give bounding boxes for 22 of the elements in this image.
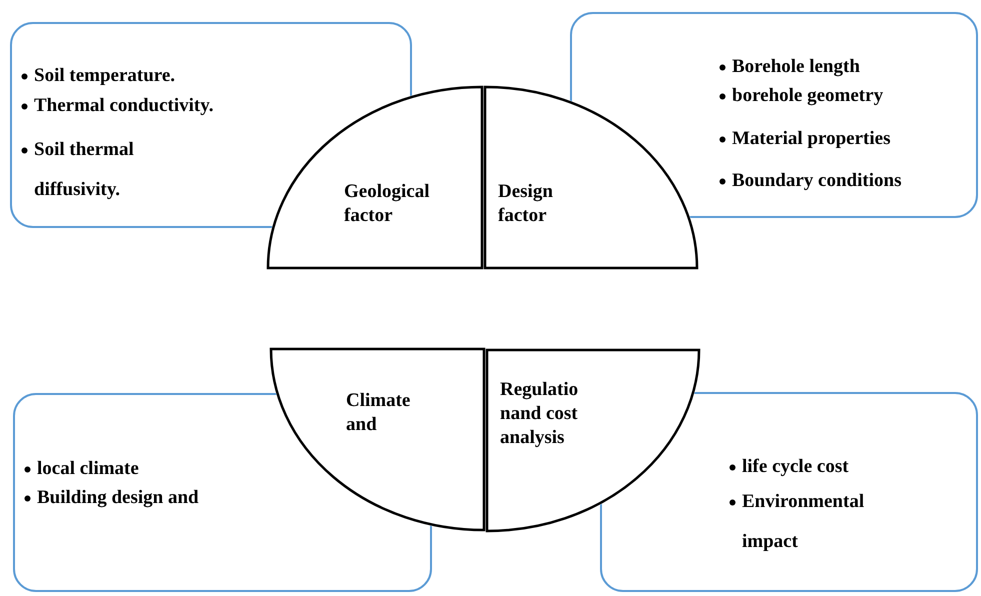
quarter-circle-segment bbox=[270, 348, 486, 532]
bullet-item: Material properties bbox=[732, 128, 890, 149]
rounded-panel bbox=[570, 12, 978, 218]
bullet-item: life cycle cost bbox=[742, 456, 849, 477]
bullet-item: borehole geometry bbox=[732, 85, 884, 106]
bullet-item: Borehole length bbox=[732, 56, 860, 77]
bullet-item: Soil temperature. bbox=[34, 65, 176, 86]
bullet-item: Environmental impact bbox=[742, 491, 864, 552]
category-label: Geological factor bbox=[344, 180, 430, 228]
rounded-panel bbox=[600, 392, 978, 592]
bullet-item: Boundary conditions bbox=[732, 170, 902, 191]
category-label: Design factor bbox=[498, 180, 554, 228]
quarter-circle-segment bbox=[266, 86, 484, 270]
quarter-circle-segment bbox=[484, 86, 698, 270]
rounded-panel bbox=[13, 393, 432, 592]
category-label: Climate and bbox=[346, 389, 412, 437]
bullet-item: local climate bbox=[37, 458, 139, 479]
bullet-item: Thermal conductivity. bbox=[34, 95, 214, 116]
category-label: Regulatio nand cost analysis bbox=[500, 378, 580, 450]
bullet-item: Building design and bbox=[37, 487, 199, 508]
bullet-item: Soil thermal diffusivity. bbox=[34, 139, 134, 200]
quarter-circle-segment bbox=[486, 348, 700, 532]
